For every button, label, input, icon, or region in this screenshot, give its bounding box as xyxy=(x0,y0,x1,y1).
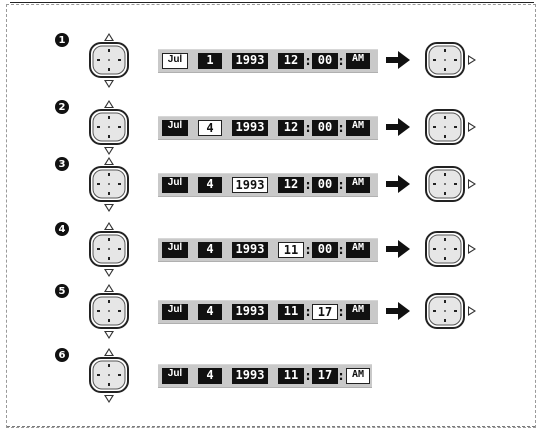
month-field: Jul xyxy=(162,177,188,193)
month-field: Jul xyxy=(162,304,188,320)
hour-field: 12 xyxy=(278,53,304,69)
ampm-field: AM xyxy=(346,177,370,193)
time-colon: : xyxy=(305,243,311,257)
ampm-field: AM xyxy=(346,304,370,320)
minute-field: 00 xyxy=(312,120,338,136)
four-way-dial-icon xyxy=(88,356,130,394)
ampm-field: AM xyxy=(346,120,370,136)
time-colon: : xyxy=(338,305,344,319)
right-triangle-icon xyxy=(468,306,476,316)
time-colon: : xyxy=(305,121,311,135)
day-field: 4 xyxy=(198,368,222,384)
up-triangle-icon xyxy=(104,33,114,41)
hour-field: 12 xyxy=(278,177,304,193)
four-way-dial-icon xyxy=(424,292,466,330)
date-time-display: Jul 4 1993 11 17 AM:: xyxy=(158,364,372,388)
up-triangle-icon xyxy=(104,284,114,292)
right-arrow-icon xyxy=(384,238,412,260)
day-field: 4 xyxy=(198,177,222,193)
year-field: 1993 xyxy=(232,242,268,258)
day-field: 4 xyxy=(198,120,222,136)
day-field: 1 xyxy=(198,53,222,69)
date-time-display: Jul 1 1993 12 00 AM:: xyxy=(158,49,378,73)
down-triangle-icon xyxy=(104,80,114,88)
down-triangle-icon xyxy=(104,204,114,212)
right-arrow-icon xyxy=(384,116,412,138)
time-colon: : xyxy=(305,305,311,319)
minute-field: 00 xyxy=(312,177,338,193)
four-way-dial-icon xyxy=(424,230,466,268)
month-field: Jul xyxy=(162,242,188,258)
four-way-dial-icon xyxy=(88,230,130,268)
four-way-dial-icon xyxy=(424,41,466,79)
month-field: Jul xyxy=(162,368,188,384)
time-colon: : xyxy=(338,54,344,68)
right-triangle-icon xyxy=(468,122,476,132)
time-colon: : xyxy=(338,243,344,257)
four-way-dial-icon xyxy=(88,292,130,330)
step-number-badge: 2 xyxy=(55,100,69,114)
four-way-dial-icon xyxy=(424,165,466,203)
year-field: 1993 xyxy=(232,304,268,320)
up-triangle-icon xyxy=(104,157,114,165)
month-field: Jul xyxy=(162,120,188,136)
date-time-display: Jul 4 1993 11 17 AM:: xyxy=(158,300,378,324)
year-field: 1993 xyxy=(232,177,268,193)
top-rule xyxy=(10,2,534,3)
right-arrow-icon xyxy=(384,300,412,322)
right-arrow-icon xyxy=(384,173,412,195)
down-triangle-icon xyxy=(104,147,114,155)
minute-field: 17 xyxy=(312,368,338,384)
step-number-badge: 5 xyxy=(55,284,69,298)
ampm-field: AM xyxy=(346,53,370,69)
four-way-dial-icon xyxy=(88,165,130,203)
up-triangle-icon xyxy=(104,100,114,108)
down-triangle-icon xyxy=(104,269,114,277)
up-triangle-icon xyxy=(104,222,114,230)
day-field: 4 xyxy=(198,304,222,320)
date-time-display: Jul 4 1993 11 00 AM:: xyxy=(158,238,378,262)
step-number-badge: 6 xyxy=(55,348,69,362)
down-triangle-icon xyxy=(104,331,114,339)
four-way-dial-icon xyxy=(88,108,130,146)
minute-field: 00 xyxy=(312,242,338,258)
diagram-frame xyxy=(6,4,536,428)
time-colon: : xyxy=(338,369,344,383)
ampm-field: AM xyxy=(346,368,370,384)
step-number-badge: 1 xyxy=(55,33,69,47)
hour-field: 11 xyxy=(278,242,304,258)
step-number-badge: 4 xyxy=(55,222,69,236)
year-field: 1993 xyxy=(232,120,268,136)
right-triangle-icon xyxy=(468,244,476,254)
minute-field: 17 xyxy=(312,304,338,320)
down-triangle-icon xyxy=(104,395,114,403)
time-colon: : xyxy=(305,369,311,383)
right-arrow-icon xyxy=(384,49,412,71)
year-field: 1993 xyxy=(232,53,268,69)
step-number-badge: 3 xyxy=(55,157,69,171)
time-colon: : xyxy=(338,178,344,192)
date-time-display: Jul 4 1993 12 00 AM:: xyxy=(158,173,378,197)
date-time-display: Jul 4 1993 12 00 AM:: xyxy=(158,116,378,140)
minute-field: 00 xyxy=(312,53,338,69)
day-field: 4 xyxy=(198,242,222,258)
four-way-dial-icon xyxy=(424,108,466,146)
right-triangle-icon xyxy=(468,55,476,65)
time-colon: : xyxy=(305,54,311,68)
year-field: 1993 xyxy=(232,368,268,384)
time-colon: : xyxy=(338,121,344,135)
four-way-dial-icon xyxy=(88,41,130,79)
month-field: Jul xyxy=(162,53,188,69)
up-triangle-icon xyxy=(104,348,114,356)
time-colon: : xyxy=(305,178,311,192)
hour-field: 12 xyxy=(278,120,304,136)
right-triangle-icon xyxy=(468,179,476,189)
ampm-field: AM xyxy=(346,242,370,258)
hour-field: 11 xyxy=(278,368,304,384)
hour-field: 11 xyxy=(278,304,304,320)
